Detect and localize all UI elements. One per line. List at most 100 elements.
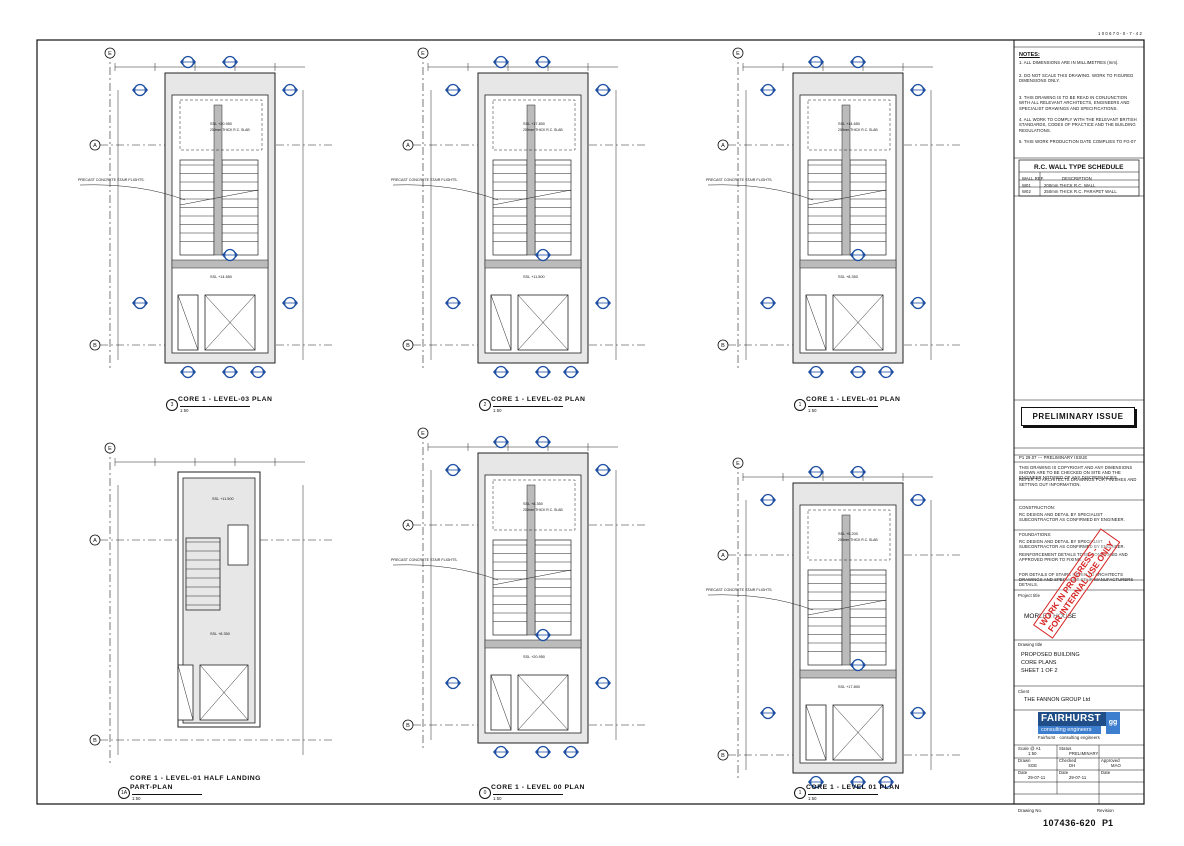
schedule-title: R.C. WALL TYPE SCHEDULE	[1034, 164, 1124, 171]
section-marker-10-arrow-r	[548, 632, 551, 638]
section-marker-1-arrow-l	[493, 439, 496, 445]
note-1: 1. ALL DIMENSIONS ARE IN MILLIMETRES (mm…	[1019, 60, 1119, 65]
section-marker-9-arrow-r	[263, 369, 266, 375]
section-marker-6-arrow-l	[595, 300, 598, 306]
grid-bubble-e-circle	[417, 47, 429, 59]
company-address: Fairhurst · consulting engineers	[1038, 735, 1100, 740]
field-value-6: 29-07-11	[1028, 775, 1046, 780]
plan-number-bubble-2: 2	[479, 399, 491, 411]
level-tag: SSL +8.350	[210, 632, 230, 636]
section-marker-1-arrow-r	[821, 59, 824, 65]
wall-note: PRECAST CONCRETE STAIR FLIGHTS.	[391, 558, 458, 562]
slab-note: 200mm THICK R.C. SLAB	[838, 128, 878, 132]
client-label: Client	[1018, 689, 1030, 694]
grid-bubble-a-label: A	[93, 538, 97, 544]
drawing-no-label: Drawing No.	[1018, 808, 1043, 813]
slab-zone	[807, 509, 891, 561]
wall-return	[227, 524, 249, 566]
spine-wall	[526, 104, 536, 256]
plan-scale-3: 1:50	[808, 406, 878, 413]
field-value-4: DH	[1069, 763, 1076, 768]
section-marker-6-arrow-r	[608, 680, 611, 686]
spine-wall	[841, 104, 851, 256]
grid-bubble-e-label: E	[108, 446, 112, 452]
section-marker-9-arrow-l	[563, 369, 566, 375]
slab-note: 200mm THICK R.C. SLAB	[523, 128, 563, 132]
section-marker-1-arrow-l	[808, 59, 811, 65]
stair-flight	[185, 537, 221, 611]
section-marker-9-arrow-r	[576, 749, 579, 755]
section-marker-9-arrow-r	[891, 779, 894, 785]
riser-cross	[177, 294, 199, 351]
grid-bubble-e-circle	[104, 47, 116, 59]
schedule-row-1-ref: W01	[1022, 183, 1031, 188]
section-marker-7-arrow-l	[493, 369, 496, 375]
slab-break	[807, 189, 887, 206]
drawing-title-1: PROPOSED BUILDING	[1021, 652, 1080, 658]
note-4: 4. ALL WORK TO COMPLY WITH THE RELEVANT …	[1019, 117, 1137, 133]
note-2: 2. DO NOT SCALE THIS DRAWING. WORK TO FI…	[1019, 73, 1134, 84]
preliminary-issue-box: PRELIMINARY ISSUE	[1021, 407, 1135, 426]
grid-bubble-e-circle	[732, 47, 744, 59]
section-marker-3-arrow-r	[773, 87, 776, 93]
section-marker-6-arrow-l	[910, 710, 913, 716]
grid-bubble-e-label: E	[421, 51, 425, 57]
section-marker-8-arrow-l	[850, 369, 853, 375]
level-tag: SSL +11.500	[523, 275, 545, 279]
section-marker-7-arrow-r	[193, 369, 196, 375]
section-marker-7-arrow-l	[808, 369, 811, 375]
section-marker-7-arrow-r	[821, 369, 824, 375]
grid-bubble-a-circle	[717, 139, 729, 151]
drawing-title-label: Drawing title	[1018, 642, 1043, 647]
remark-2: REFER TO ARCHITECTS DRAWINGS FOR FINISHE…	[1019, 477, 1137, 487]
section-marker-3-arrow-l	[760, 497, 763, 503]
section-marker-8-arrow-r	[235, 369, 238, 375]
level-tag: SSL +20.950	[523, 655, 545, 659]
field-label-2: Status	[1059, 746, 1072, 751]
section-marker-8-arrow-r	[863, 369, 866, 375]
remark-3: CONSTRUCTION:	[1019, 505, 1056, 510]
plan-number-bubble-1: 3	[166, 399, 178, 411]
section-marker-5-arrow-l	[760, 300, 763, 306]
level-tag: SSL +17.800	[523, 122, 545, 126]
plan-number-bubble-4: 1A	[118, 787, 130, 799]
section-marker-5-arrow-r	[458, 300, 461, 306]
section-marker-10-arrow-l	[850, 252, 853, 258]
section-marker-10-arrow-l	[222, 252, 225, 258]
client-name: THE FANNON GROUP Ltd	[1024, 697, 1091, 703]
grid-bubble-e-label: E	[736, 461, 740, 467]
company-logo-sub: consulting engineers	[1038, 726, 1101, 734]
section-marker-7-arrow-r	[821, 779, 824, 785]
section-marker-4-arrow-r	[608, 87, 611, 93]
header-ref: 1 0 0 6 7 0 - 0 - 7 - 4 2	[1098, 31, 1142, 36]
section-marker-7-arrow-l	[808, 779, 811, 785]
field-label-6: Date	[1018, 770, 1028, 775]
remark-5: FOUNDATIONS:	[1019, 532, 1052, 537]
plan-title-3: CORE 1 - LEVEL-01 PLAN	[806, 396, 901, 403]
section-marker-4-arrow-l	[910, 497, 913, 503]
section-marker-3-arrow-r	[145, 87, 148, 93]
cross-wall	[171, 259, 269, 269]
grid-bubble-e-circle	[417, 427, 429, 439]
section-marker-9-arrow-l	[878, 779, 881, 785]
slab-zone	[179, 99, 263, 151]
leader-line	[392, 184, 499, 201]
section-marker-1-arrow-l	[493, 59, 496, 65]
lift-cross-2	[832, 704, 884, 761]
grid-bubble-e-label: E	[108, 51, 112, 57]
grid-bubble-b-label: B	[721, 753, 725, 759]
slab-break	[492, 189, 572, 206]
plan-scale-6: 1:50	[808, 794, 878, 801]
section-marker-10-arrow-r	[235, 252, 238, 258]
section-marker-3-arrow-l	[445, 467, 448, 473]
remark-4: RC DESIGN AND DETAIL BY SPECIALIST SUBCO…	[1019, 512, 1125, 522]
field-value-7: 29-07-11	[1069, 775, 1087, 780]
cross-wall	[484, 639, 582, 649]
remark-1: THIS DRAWING IS COPYRIGHT AND ANY DIMENS…	[1019, 465, 1133, 480]
cross-wall	[799, 259, 897, 269]
plan-scale-4: 1:50	[132, 794, 202, 801]
schedule-row-2-desc: 250mm THICK R.C. PARAPET WALL	[1044, 189, 1117, 194]
section-marker-5-arrow-r	[458, 680, 461, 686]
notes-title: NOTES:	[1019, 52, 1040, 58]
company-logo-mark: gg	[1106, 712, 1120, 734]
